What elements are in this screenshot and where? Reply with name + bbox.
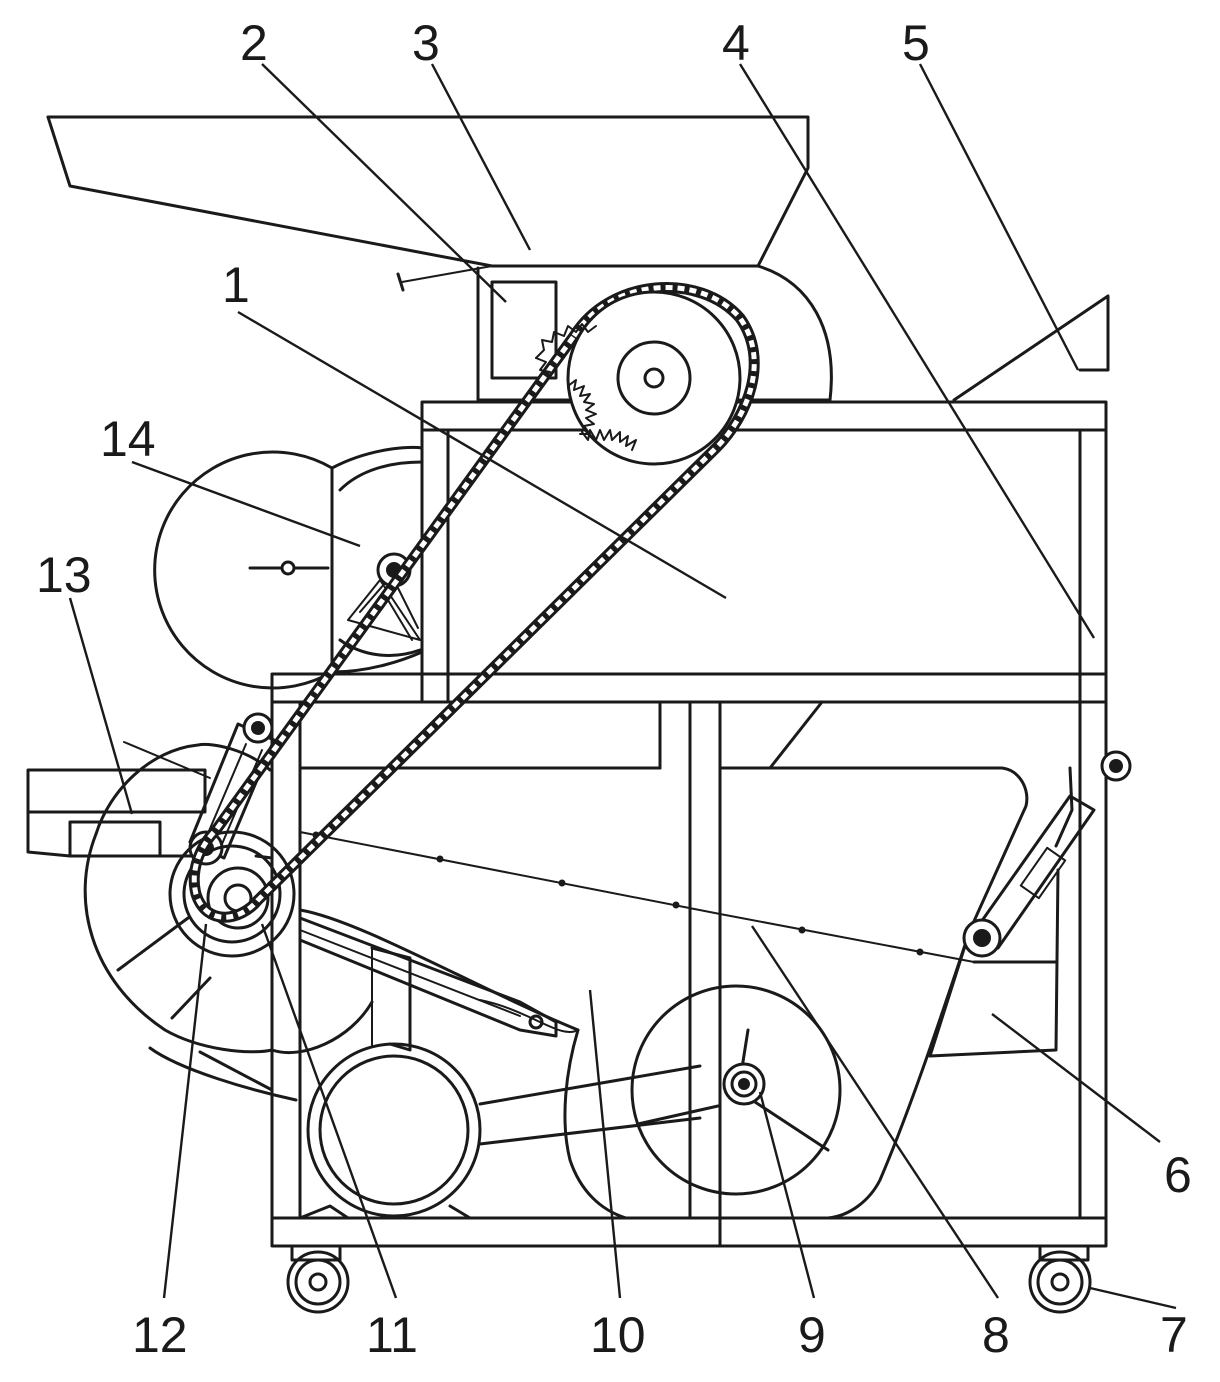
- sieve-box: [718, 766, 1074, 1220]
- label-11: 11: [366, 1307, 418, 1363]
- label-4: 4: [722, 15, 750, 71]
- label-13: 13: [36, 547, 92, 603]
- label-2: 2: [240, 15, 268, 71]
- leader-lines: [68, 63, 1177, 1310]
- label-8: 8: [982, 1307, 1010, 1363]
- label-6: 6: [1164, 1147, 1192, 1203]
- label-7: 7: [1160, 1307, 1188, 1363]
- discharge-outlet: [26, 741, 211, 858]
- reference-numerals: 1 2 3 4 5 6 7 8 9 10 11 12 13 14: [36, 15, 1192, 1363]
- chain-drive: [188, 282, 760, 923]
- label-14: 14: [100, 411, 156, 467]
- lower-fan-wheel: [630, 984, 842, 1196]
- right-tensioner-arm: [962, 750, 1132, 958]
- discharge-chute: [298, 908, 628, 1220]
- lower-frame: [270, 672, 1108, 1248]
- caster-wheels: [286, 1244, 1092, 1314]
- small-gear: [535, 323, 597, 373]
- label-3: 3: [412, 15, 440, 71]
- motor: [298, 946, 702, 1220]
- driven-sprocket: [566, 290, 742, 466]
- label-12: 12: [132, 1307, 188, 1363]
- screen-line: [299, 831, 1058, 964]
- feed-hopper: [46, 115, 810, 292]
- blower-fan: [153, 445, 424, 690]
- label-1: 1: [222, 257, 250, 313]
- label-5: 5: [902, 15, 930, 71]
- drive-pulley: [168, 830, 296, 958]
- label-10: 10: [590, 1307, 646, 1363]
- label-9: 9: [798, 1307, 826, 1363]
